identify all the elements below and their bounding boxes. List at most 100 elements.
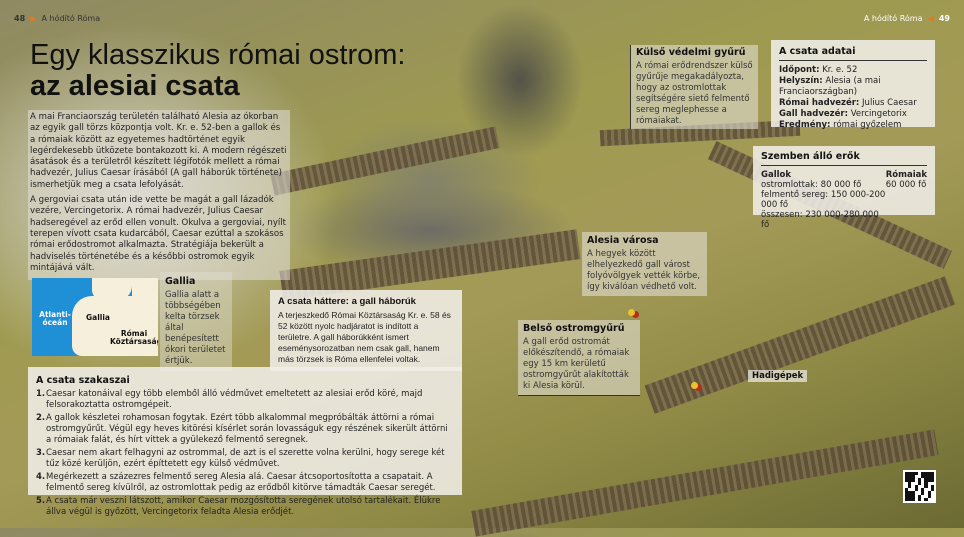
gauls-line: felmentő sereg: 150 000-200 000 fő <box>761 190 886 210</box>
qr-module <box>924 472 928 476</box>
phases-box: A csata szakaszai 1.Caesar katonáival eg… <box>28 367 462 517</box>
qr-module <box>905 494 909 498</box>
qr-module <box>905 497 909 501</box>
siege-engines-label: Hadigépek <box>748 370 808 382</box>
alesia-box: Alesia városa A hegyek között elhelyezke… <box>582 232 707 296</box>
phase-number: 2. <box>36 413 46 423</box>
section-title: A hódító Róma <box>41 14 101 23</box>
facts-title: A csata adatai <box>779 46 927 61</box>
map-land <box>92 278 132 300</box>
fact-row: Eredmény: római győzelem <box>779 120 927 131</box>
qr-module <box>914 475 918 479</box>
qr-module <box>930 481 934 485</box>
qr-module <box>911 494 915 498</box>
fact-label: Római hadvezér: <box>779 98 860 108</box>
intro-paragraph: A mai Franciaország területén található … <box>30 112 287 190</box>
phase-number: 3. <box>36 448 46 458</box>
qr-module <box>908 488 912 492</box>
facts-box: A csata adatai Időpont: Kr. e. 52 Helysz… <box>771 40 935 130</box>
qr-module <box>927 488 931 492</box>
qr-module <box>911 481 915 485</box>
phase-text: A gallok készletei rohamosan fogytak. Ez… <box>46 413 448 445</box>
qr-module <box>905 488 909 492</box>
title-line-2: az alesiai csata <box>30 70 240 102</box>
qr-module <box>930 491 934 495</box>
qr-module <box>924 497 928 501</box>
qr-module <box>917 497 922 501</box>
background-box: A csata háttere: a gall háborúk A terjes… <box>270 290 462 371</box>
qr-module <box>927 484 931 489</box>
phase-text: Caesar katonáival egy több elemből álló … <box>46 389 423 410</box>
header-right: A hódító Róma ◀ 49 <box>864 14 950 23</box>
qr-module <box>905 481 909 485</box>
phase-text: Caesar nem akart felhagyni az ostrommal,… <box>46 448 445 469</box>
qr-module <box>924 484 928 489</box>
qr-module <box>914 491 918 495</box>
phases-list: 1.Caesar katonáival egy több elemből áll… <box>36 389 454 518</box>
fact-value: Julius Caesar <box>862 98 917 108</box>
inner-ring-box: Belső ostromgyűrű A gall erőd ostromát e… <box>518 320 640 396</box>
qr-module <box>908 497 912 501</box>
qr-module <box>914 497 918 501</box>
qr-module <box>930 488 934 492</box>
outer-ring-text: A római erődrendszer külső gyűrűje megak… <box>636 61 753 126</box>
qr-module <box>921 478 925 482</box>
qr-module <box>927 472 931 476</box>
qr-module <box>911 488 915 492</box>
phase-item: 2.A gallok készletei rohamosan fogytak. … <box>36 413 454 446</box>
phase-text: Megérkezett a százezres felmentő sereg A… <box>46 472 436 493</box>
gauls-line: összesen: 230 000-280 000 fő <box>761 210 879 230</box>
title-line-1: Egy klasszikus római ostrom: <box>30 39 406 71</box>
qr-module <box>917 481 922 485</box>
header-left: 48 ▶ A hódító Róma <box>14 14 100 23</box>
fact-value: Kr. e. 52 <box>822 65 858 75</box>
forces-box: Szemben álló erők Gallok ostromlottak: 8… <box>753 146 935 230</box>
qr-module <box>921 484 925 489</box>
gaul-map: Atlanti-óceán Gallia Római Köztársaság <box>32 278 158 356</box>
gauls-column: Gallok ostromlottak: 80 000 fő felmentő … <box>761 170 886 230</box>
qr-module <box>911 491 915 495</box>
romans-line: 60 000 fő <box>885 180 927 190</box>
alesia-title: Alesia városa <box>587 235 659 246</box>
outer-ring-box: Külső védelmi gyűrű A római erődrendszer… <box>630 45 758 129</box>
qr-module <box>921 481 925 485</box>
qr-code <box>903 470 936 503</box>
palisade-wall <box>270 126 500 196</box>
alesia-text: A hegyek között elhelyezkedő gall várost… <box>587 249 701 292</box>
phase-text: A csata már veszni látszott, amikor Caes… <box>46 496 441 517</box>
qr-module <box>911 475 915 479</box>
qr-module <box>905 475 909 479</box>
qr-module <box>930 497 934 501</box>
qr-module <box>908 491 912 495</box>
map-land <box>132 278 158 318</box>
section-title: A hódító Róma <box>863 14 923 23</box>
qr-module <box>908 472 912 476</box>
qr-module <box>924 478 928 482</box>
qr-module <box>914 484 918 489</box>
qr-module <box>905 491 909 495</box>
background-title: A csata háttere: a gall háborúk <box>278 296 416 307</box>
page-number: 48 <box>14 14 26 23</box>
qr-module <box>927 475 931 479</box>
phase-item: 4.Megérkezett a százezres felmentő sereg… <box>36 472 454 494</box>
page-number: 49 <box>938 14 950 23</box>
fact-label: Helyszín: <box>779 76 823 86</box>
qr-module <box>911 497 915 501</box>
fact-label: Eredmény: <box>779 120 831 130</box>
gauls-line: ostromlottak: 80 000 fő <box>761 180 862 190</box>
page-title: Egy klasszikus római ostrom: az alesiai … <box>30 40 406 102</box>
inner-ring-text: A gall erőd ostromát előkészítendő, a ró… <box>523 337 630 391</box>
qr-module <box>927 481 931 485</box>
qr-module <box>930 475 934 479</box>
palisade-wall <box>644 276 956 414</box>
qr-module <box>930 472 934 476</box>
gallia-text: Gallia alatt a többségében kelta törzsek… <box>165 290 226 366</box>
map-label-ocean: Atlanti-óceán <box>39 310 71 327</box>
outer-ring-title: Külső védelmi gyűrű <box>636 47 746 58</box>
qr-module <box>930 478 934 482</box>
qr-module <box>911 478 915 482</box>
triangle-right-icon: ▶ <box>27 14 39 23</box>
qr-module <box>924 494 928 498</box>
qr-module <box>917 494 922 498</box>
qr-module <box>908 484 912 489</box>
